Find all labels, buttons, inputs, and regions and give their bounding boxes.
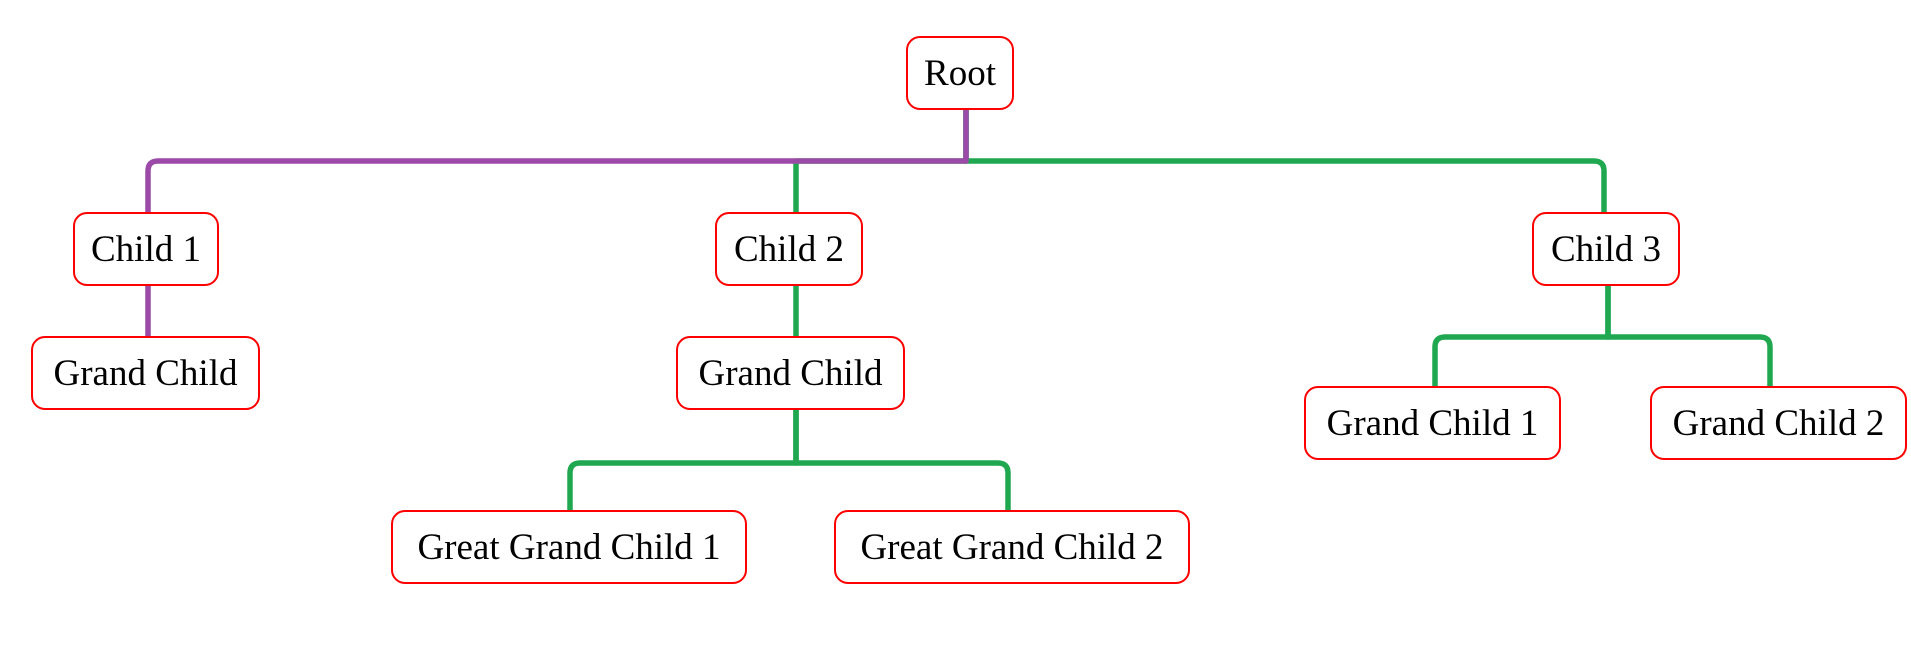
connector-grand-child-great-grand-child-1 [567,410,799,510]
node-child-3[interactable]: Child 3 [1532,212,1680,286]
node-child-3-grand-child-1[interactable]: Grand Child 1 [1304,386,1561,460]
connector-child-3-grand-child-1 [1432,286,1611,386]
node-child-2-grand-child[interactable]: Grand Child [676,336,905,410]
connector-child-3-grand-child-2 [1605,286,1773,386]
node-great-grand-child-2[interactable]: Great Grand Child 2 [834,510,1190,584]
node-great-grand-child-1[interactable]: Great Grand Child 1 [391,510,747,584]
node-child-1[interactable]: Child 1 [73,212,219,286]
connector-root-child-1 [145,110,969,212]
node-child-3-grand-child-2[interactable]: Grand Child 2 [1650,386,1907,460]
connector-grand-child-great-grand-child-2 [793,410,1011,510]
node-child-2[interactable]: Child 2 [715,212,863,286]
node-root[interactable]: Root [906,36,1014,110]
node-child-1-grand-child[interactable]: Grand Child [31,336,260,410]
connector-root-child-3 [963,110,1607,212]
